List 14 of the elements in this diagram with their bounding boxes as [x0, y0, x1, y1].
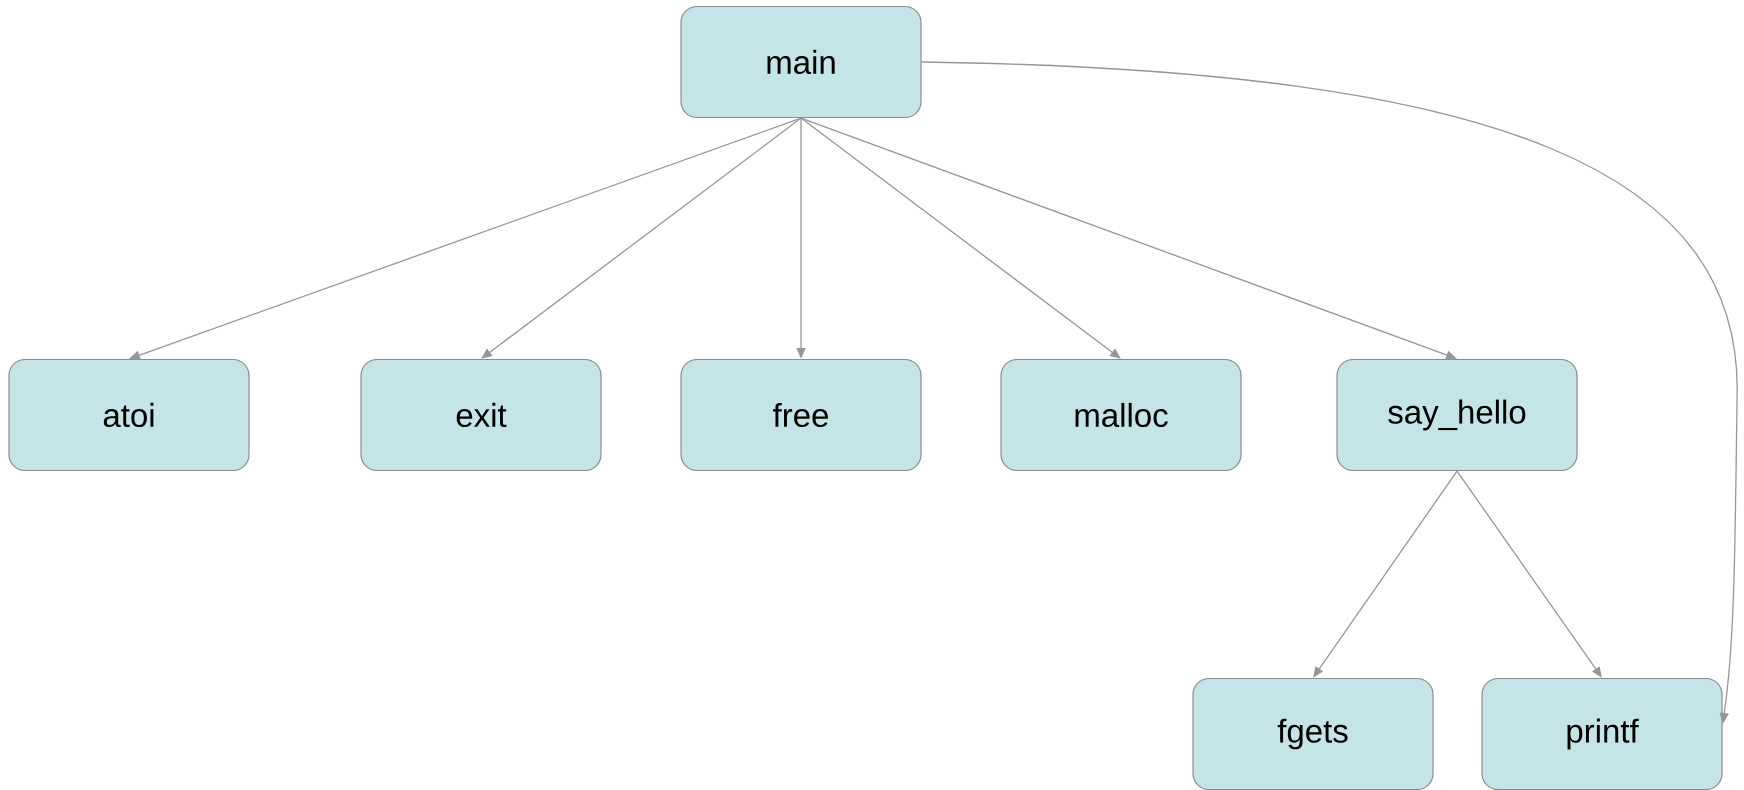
function-box: printf [1481, 677, 1723, 790]
arrow [1456, 470, 1602, 678]
function-box: atoi [8, 358, 250, 472]
function-box: free [680, 358, 922, 472]
function-box: main [680, 5, 922, 119]
function-box: say_hello [1336, 358, 1578, 472]
arrow [800, 117, 1457, 360]
arrow [129, 117, 802, 360]
function-box: fgets [1192, 677, 1434, 790]
function-box: malloc [1000, 358, 1242, 472]
arrow [1313, 470, 1458, 678]
arrow [800, 117, 1121, 359]
arrow [481, 117, 802, 359]
function-box: exit [360, 358, 602, 472]
